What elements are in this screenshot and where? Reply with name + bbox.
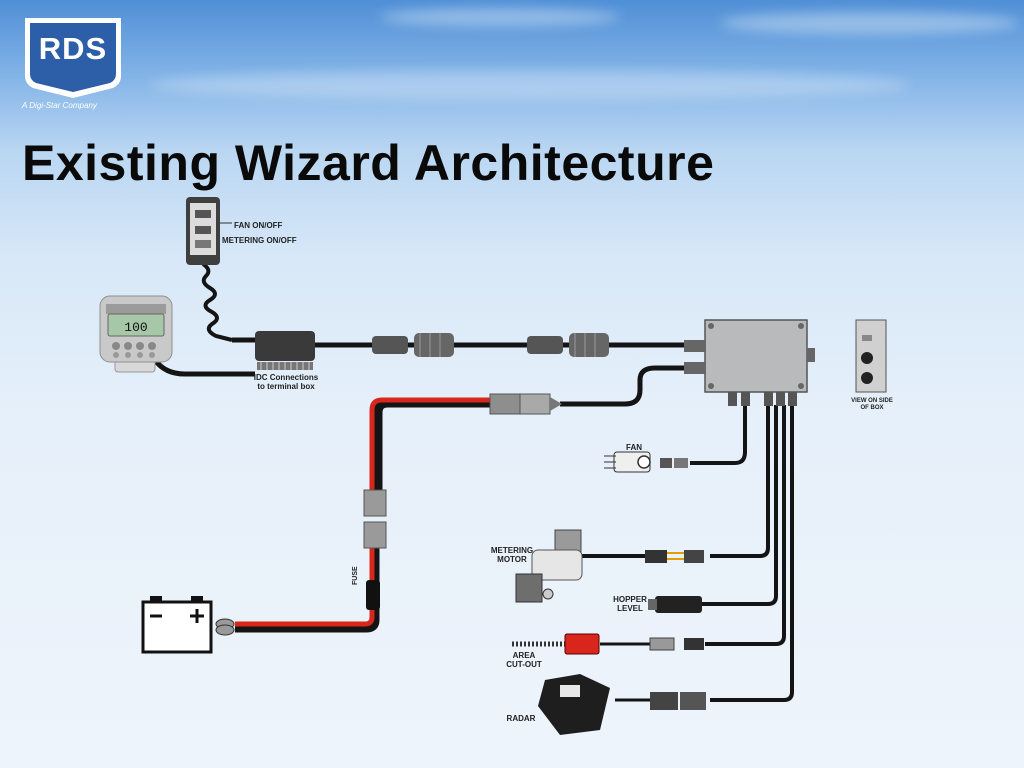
power-connectors-vertical: [363, 489, 387, 549]
harness-connectors: [372, 333, 609, 357]
hopper-label-line2: LEVEL: [617, 604, 643, 613]
battery-cable-black: [235, 545, 380, 633]
display-unit: [99, 295, 173, 373]
view-label-line1: VIEW ON SIDE: [851, 398, 893, 404]
cloud-streak: [380, 8, 620, 26]
metering-motor: [515, 529, 704, 603]
idc-label: IDC Connections to terminal box: [250, 373, 322, 391]
idc-connection-block: [255, 331, 315, 370]
coiled-cord: [201, 262, 233, 342]
radar-label: RADAR: [506, 714, 536, 723]
cloud-streak: [150, 70, 910, 100]
hopper-label-line1: HOPPER: [613, 595, 647, 604]
fuse-holder: [366, 580, 380, 610]
logo-tagline: A Digi-Star Company: [22, 101, 97, 110]
fan-cable: [690, 405, 747, 465]
power-connectors-horizontal: [489, 393, 562, 415]
radar-cable: [710, 405, 794, 702]
hopper-level-label: HOPPER LEVEL: [606, 595, 654, 613]
fan-component: [604, 451, 688, 473]
power-to-box-cable: [560, 365, 705, 407]
battery-icon: [141, 596, 235, 654]
terminal-box: [684, 319, 815, 406]
power-cable-black: [373, 398, 490, 495]
idc-label-line2: to terminal box: [257, 382, 315, 391]
page-title: Existing Wizard Architecture: [22, 135, 715, 191]
box-side-view: [855, 319, 887, 393]
metering-on-off-label: METERING ON/OFF: [222, 236, 297, 245]
metering-label-line2: MOTOR: [497, 555, 527, 564]
view-label-line2: OF BOX: [860, 405, 884, 411]
metering-cable: [710, 405, 770, 558]
cloud-streak: [720, 12, 1020, 34]
area-cutout-sensor: [512, 633, 704, 655]
hopper-cable: [702, 405, 778, 606]
metering-label-line1: METERING: [490, 546, 534, 555]
display-cable: [152, 358, 255, 377]
fuse-label: FUSE: [352, 566, 359, 585]
logo-text: RDS: [38, 31, 108, 66]
fan-label: FAN: [626, 443, 642, 452]
switch-box: [186, 197, 220, 265]
power-cable-red: [369, 397, 490, 495]
area-label-line1: AREA: [512, 651, 536, 660]
fan-on-off-label: FAN ON/OFF: [234, 221, 283, 230]
hopper-level-sensor: [648, 596, 702, 613]
area-cable: [705, 405, 786, 646]
metering-motor-label: METERING MOTOR: [482, 546, 542, 564]
idc-label-line1: IDC Connections: [253, 373, 319, 382]
area-cutout-label: AREA CUT-OUT: [500, 651, 548, 669]
display-readout: 100: [124, 320, 147, 335]
battery-cable-red: [235, 545, 375, 627]
radar-sensor: [538, 674, 706, 735]
area-label-line2: CUT-OUT: [506, 660, 542, 669]
rds-logo: [25, 18, 121, 98]
view-on-side-label: VIEW ON SIDE OF BOX: [844, 398, 900, 412]
